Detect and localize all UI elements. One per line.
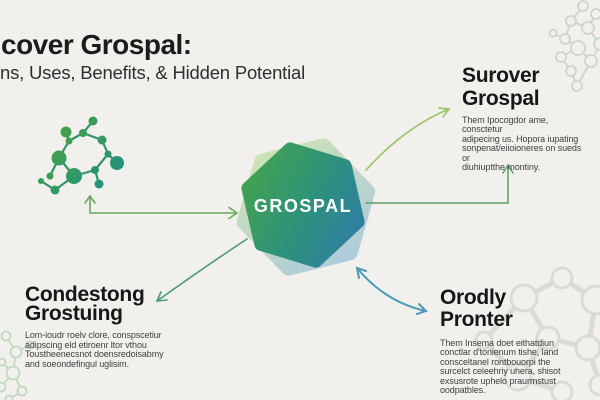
page-title: cover Grospal:: [1, 29, 192, 60]
arrow-top-right-icon: [365, 107, 451, 171]
section-heading: Orodly Pronter: [440, 286, 513, 331]
section-body: Them Insema doet eithatdiun conctlar d't…: [440, 338, 561, 396]
molecule-structure-icon: [0, 330, 35, 400]
section-heading: Surover Grospal: [462, 64, 540, 110]
section-heading: Condestong Grostuing: [25, 283, 145, 325]
molecule-structure-icon: [474, 266, 600, 400]
hexagon-label: GROSPAL: [253, 196, 353, 216]
arrow-right-icon: [365, 163, 514, 204]
section-body: Them Ipocogdor ame, consctetur adipecing…: [462, 115, 582, 173]
hexagon-badge: [241, 142, 365, 268]
page-subtitle: ns, Uses, Benefits, & Hidden Potential: [0, 62, 306, 83]
arrow-bottom-right-icon: [355, 266, 428, 315]
arrow-left-icon: [84, 194, 239, 220]
section-bottom-left: Condestong Grostuing Lom-ioudr roelv clo…: [25, 283, 170, 369]
section-body: Lom-ioudr roelv clore, conspscetiur adip…: [25, 330, 164, 369]
section-bottom-right: Orodly Pronter Them Insema doet eithatdi…: [440, 287, 570, 395]
molecule-icon: [38, 116, 124, 195]
molecule-structure-icon: [548, 0, 600, 92]
section-top-right: Surover Grospal Them Ipocogdor ame, cons…: [462, 64, 587, 172]
arrow-bottom-left-icon: [155, 238, 248, 302]
